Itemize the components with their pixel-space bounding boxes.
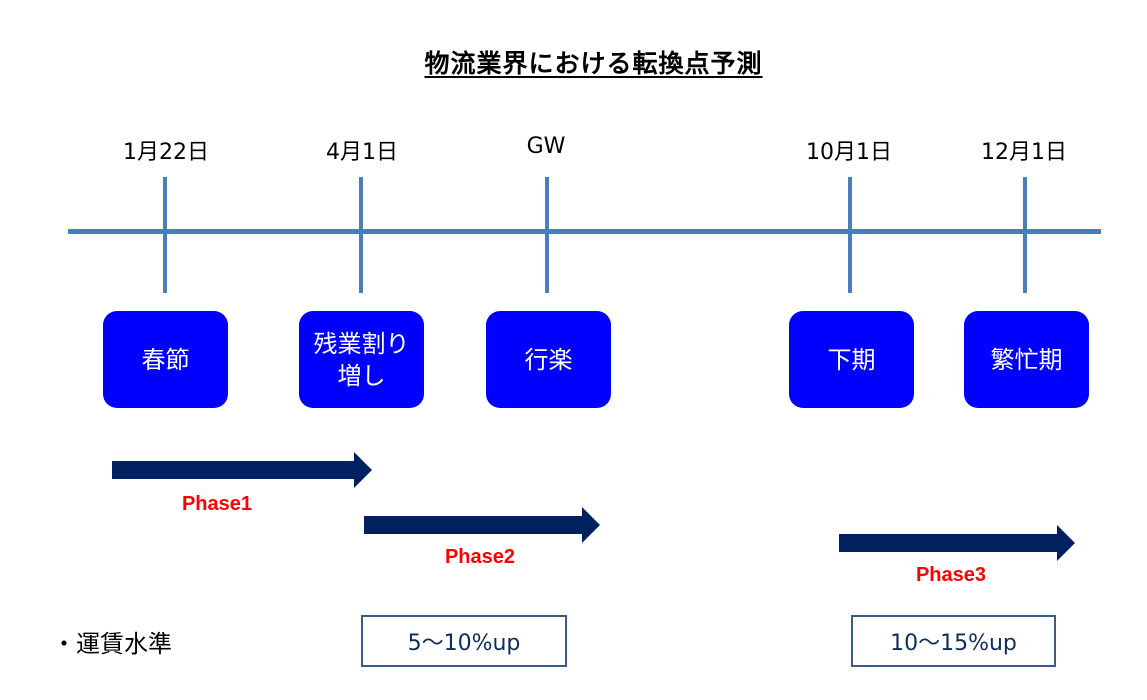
event-box-busy-season: 繁忙期 xyxy=(964,311,1089,408)
timeline-tick xyxy=(1023,177,1027,293)
event-box-second-half: 下期 xyxy=(789,311,914,408)
phase3-arrow-icon xyxy=(839,525,1075,561)
timeline-axis xyxy=(68,229,1101,234)
date-label-apr1: 4月1日 xyxy=(326,140,398,165)
rate-box-phase3: 10〜15%up xyxy=(851,615,1056,667)
phase2-arrow-icon xyxy=(364,507,600,543)
diagram-title: 物流業界における転換点予測 xyxy=(424,49,763,78)
event-label: 下期 xyxy=(827,345,876,374)
timeline-tick xyxy=(545,177,549,293)
date-label-jan22: 1月22日 xyxy=(123,140,209,165)
event-box-spring-festival: 春節 xyxy=(103,311,228,408)
rate-value: 5〜10%up xyxy=(407,631,521,656)
rate-box-phase2: 5〜10%up xyxy=(361,615,567,667)
phase3-label: Phase3 xyxy=(915,564,987,586)
event-box-overtime-premium: 残業割り増し xyxy=(299,311,424,408)
event-box-holiday-travel: 行楽 xyxy=(486,311,611,408)
event-label: 春節 xyxy=(141,345,190,374)
timeline-tick xyxy=(848,177,852,293)
event-label: 繁忙期 xyxy=(990,345,1063,374)
timeline-tick xyxy=(163,177,167,293)
event-label: 残業割り増し xyxy=(313,329,410,390)
phase1-arrow-icon xyxy=(112,452,372,488)
freight-rate-label: ・運賃水準 xyxy=(52,630,172,658)
phase2-label: Phase2 xyxy=(444,546,516,568)
date-label-dec1: 12月1日 xyxy=(981,140,1067,165)
event-label: 行楽 xyxy=(524,345,573,374)
date-label-gw: GW xyxy=(526,134,566,159)
rate-value: 10〜15%up xyxy=(890,631,1017,656)
phase1-label: Phase1 xyxy=(181,493,253,515)
date-label-oct1: 10月1日 xyxy=(806,140,892,165)
timeline-tick xyxy=(359,177,363,293)
